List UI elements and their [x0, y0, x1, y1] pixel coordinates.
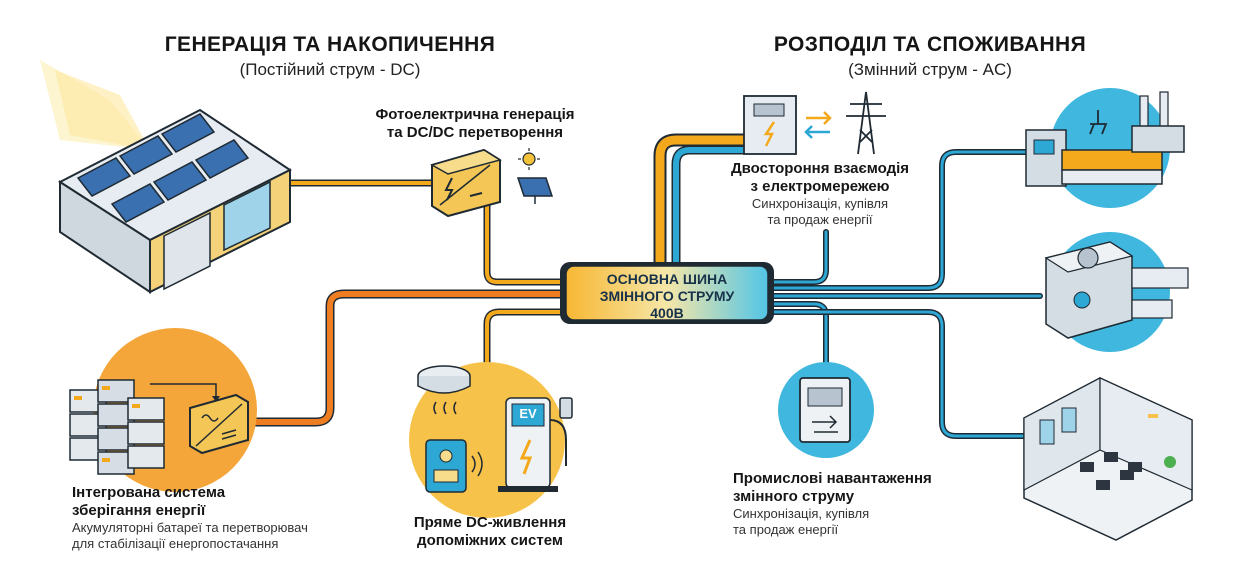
office-room-icon: [1023, 377, 1193, 541]
wires: [245, 133, 1043, 439]
inverter-icon: [189, 393, 249, 455]
dc-aux-icon: [409, 362, 573, 518]
dc-aux-label-line2: допоміжних систем: [417, 532, 563, 549]
battery-storage-icon: [69, 328, 257, 492]
ev-label: EV: [519, 406, 537, 421]
grid-desc-line1: Синхронізація, купівля: [751, 196, 889, 211]
storage-label-line1: Інтегрована система: [72, 484, 226, 501]
industrial-desc-line1: Синхронізація, купівля: [733, 506, 870, 521]
factory-icon: [1025, 88, 1185, 208]
grid-desc-line2: та продаж енергії: [767, 212, 873, 227]
bus-label-line2: ЗМІННОГО СТРУМУ: [599, 288, 735, 304]
grid-label-line2: з електромережею: [750, 178, 890, 195]
left-section-subtitle: (Постійний струм - DC): [239, 60, 421, 79]
dc-aux-label: Пряме DC-живлення допоміжних систем: [380, 514, 600, 550]
meter-cabinet-icon: [743, 95, 797, 155]
pv-label: Фотоелектрична генерація та DC/DC перетв…: [355, 106, 595, 142]
industrial-label: Промислові навантаження змінного струму …: [733, 470, 993, 538]
industrial-label-line1: Промислові навантаження: [733, 470, 932, 487]
transmission-tower-icon: [846, 91, 886, 155]
solar-roof-building-icon: [40, 60, 292, 294]
left-section-title: ГЕНЕРАЦІЯ ТА НАКОПИЧЕННЯ: [164, 33, 496, 56]
sun-panel-icon: [516, 148, 554, 204]
storage-label: Інтегрована система зберігання енергії А…: [72, 484, 372, 552]
grid-label: Двостороння взаємодія з електромережею С…: [700, 160, 940, 228]
main-bus: [560, 262, 774, 324]
hvac-unit-icon: [1044, 232, 1189, 352]
meter-panel-icon: [778, 362, 874, 458]
storage-desc-line2: для стабілізації енергопостачання: [72, 536, 279, 551]
grid-label-line1: Двостороння взаємодія: [730, 160, 910, 177]
exchange-arrows-icon: [804, 111, 832, 139]
dc-aux-label-line1: Пряме DC-живлення: [413, 514, 567, 531]
bus-label-line3: 400В: [650, 305, 684, 321]
right-section-subtitle: (Змінний струм - AC): [848, 60, 1012, 79]
pv-label-line2: та DC/DC перетворення: [386, 124, 564, 141]
bus-label: ОСНОВНА ШИНА ЗМІННОГО СТРУМУ 400В: [566, 271, 768, 322]
dc-dc-converter-icon: [430, 148, 502, 218]
right-section-title: РОЗПОДІЛ ТА СПОЖИВАННЯ: [773, 33, 1087, 56]
storage-label-line2: зберігання енергії: [72, 502, 206, 519]
bus-label-line1: ОСНОВНА ШИНА: [606, 271, 728, 287]
storage-desc-line1: Акумуляторні батареї та перетворювач: [72, 520, 308, 535]
industrial-desc-line2: та продаж енергії: [733, 522, 839, 537]
industrial-label-line2: змінного струму: [733, 488, 855, 505]
pv-label-line1: Фотоелектрична генерація: [375, 106, 575, 123]
